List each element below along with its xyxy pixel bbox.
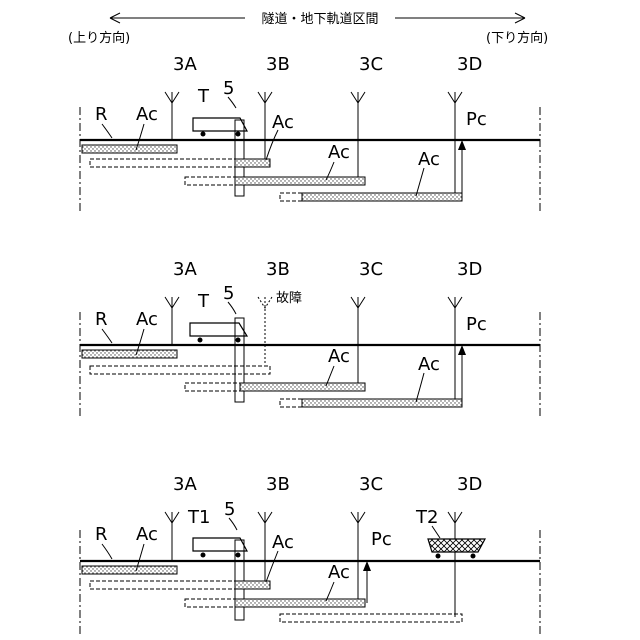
svg-text:3D: 3D <box>457 259 482 280</box>
svg-text:3D: 3D <box>457 474 482 495</box>
ac-label-1: Ac <box>136 309 158 330</box>
panel-2: 3A 3B 故障 3C 3D Pc T 5 <box>80 259 540 416</box>
failure-note: 故障 <box>276 291 302 306</box>
antenna-3C: 3C <box>351 259 383 386</box>
svg-text:3A: 3A <box>173 474 197 495</box>
train2-label: T2 <box>415 507 438 528</box>
svg-text:3B: 3B <box>266 54 290 75</box>
marker-5-label: 5 <box>224 499 235 520</box>
train-T <box>193 118 247 137</box>
pc-label: Pc <box>466 109 487 130</box>
panel-1: 3A 3B 3C 3D Pc T 5 <box>80 54 540 212</box>
svg-text:3C: 3C <box>359 474 383 495</box>
ac-label-1: Ac <box>136 524 158 545</box>
marker-5-label: 5 <box>223 283 234 304</box>
pc-arrow <box>458 140 466 196</box>
antenna-3B: 3B <box>258 54 290 163</box>
pc-label: Pc <box>466 314 487 335</box>
svg-text:3A: 3A <box>173 259 197 280</box>
up-direction-label: (上り方向) <box>68 30 130 46</box>
antenna-3B-failed: 3B <box>258 259 290 365</box>
svg-text:3C: 3C <box>359 54 383 75</box>
ac-label-2: Ac <box>272 112 294 133</box>
ac-label-3: Ac <box>418 354 440 375</box>
marker-5-box <box>235 540 244 620</box>
ac-label-2: Ac <box>272 532 294 553</box>
down-direction-label: (下り方向) <box>486 30 548 46</box>
ac-label-3: Ac <box>328 142 350 163</box>
coverage-bars <box>82 350 462 407</box>
svg-text:3A: 3A <box>173 54 197 75</box>
train-label: T <box>197 291 210 312</box>
train-label: T1 <box>187 507 210 528</box>
pc-arrow <box>458 345 466 400</box>
svg-text:3B: 3B <box>266 474 290 495</box>
train-T <box>190 323 247 343</box>
header: 隧道・地下軌道区間 (上り方向) (下り方向) <box>68 11 548 46</box>
ac-label-3: Ac <box>328 562 350 583</box>
antenna-3B: 3B <box>258 474 290 585</box>
ac-label-4: Ac <box>418 149 440 170</box>
antenna-3C: 3C <box>351 54 383 183</box>
train-T2 <box>428 539 485 559</box>
rail-label: R <box>95 524 108 545</box>
section-title: 隧道・地下軌道区間 <box>261 11 378 27</box>
rail-label: R <box>95 104 108 125</box>
coverage-bars <box>82 566 462 622</box>
svg-text:3D: 3D <box>457 54 482 75</box>
pc-label: Pc <box>371 529 392 550</box>
pc-arrow <box>363 561 371 603</box>
ac-label-2: Ac <box>328 346 350 367</box>
coverage-bars <box>82 145 462 201</box>
rail-label: R <box>95 309 108 330</box>
panel-3: 3A 3B 3C 3D Pc T1 <box>80 474 540 635</box>
svg-text:3B: 3B <box>266 259 290 280</box>
ac-label-1: Ac <box>136 104 158 125</box>
svg-text:3C: 3C <box>359 259 383 280</box>
train-label: T <box>197 86 210 107</box>
train-T1 <box>193 538 247 558</box>
marker-5-label: 5 <box>223 78 234 99</box>
